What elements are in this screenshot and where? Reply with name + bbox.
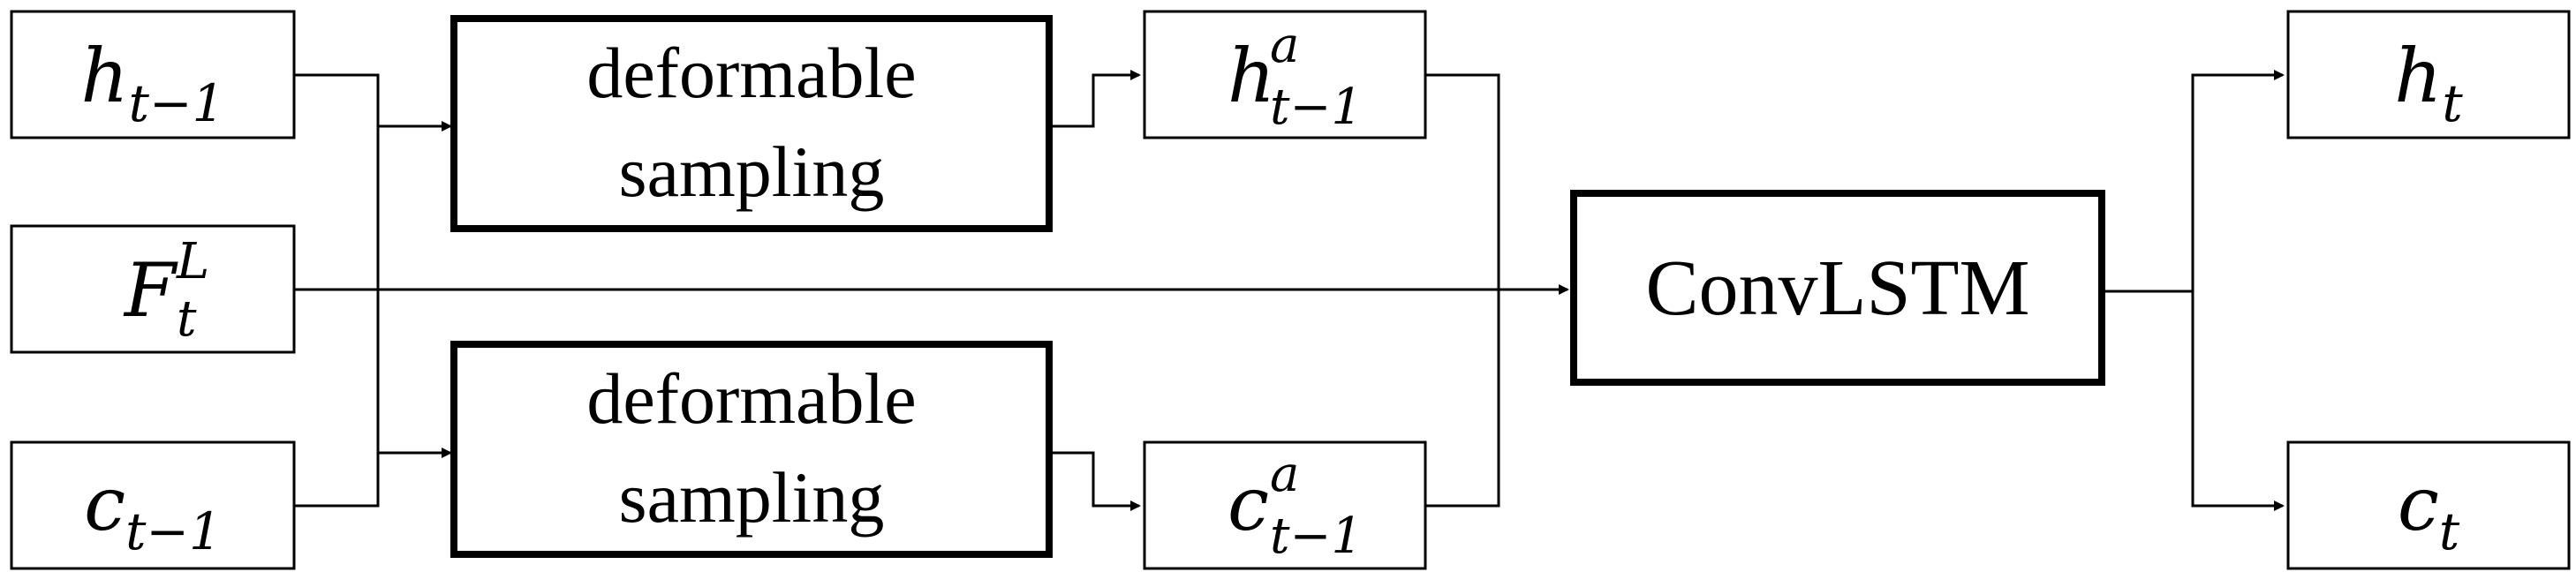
c-out-base: c (2398, 461, 2439, 547)
h-aligned-base: h (1228, 33, 1275, 119)
c-prev-sub: t−1 (125, 501, 222, 561)
svg-text:F: F (123, 247, 178, 334)
svg-text:ct−1: ct−1 (84, 461, 222, 561)
wire-sampling-top-to-h-aligned (1049, 70, 1141, 128)
h-prev-base: h (81, 33, 129, 119)
wire-h-aligned-to-convlstm (1425, 73, 1500, 290)
c-prev-base: c (84, 461, 125, 547)
svg-text:ht: ht (2394, 33, 2463, 133)
sampling-bottom-line2: sampling (619, 457, 885, 538)
c-aligned-sub: t−1 (1270, 508, 1363, 565)
feature-sub: t (177, 290, 197, 348)
h-prev-sub: t−1 (129, 73, 225, 133)
wire-c-prev (294, 453, 380, 508)
input-feature: F L t (10, 224, 296, 354)
sampling-bottom-line1: deformable (586, 358, 916, 439)
wire-to-h-out (2191, 70, 2285, 291)
feature-sup: L (176, 233, 209, 290)
wire-sampling-bottom-to-c-aligned (1049, 451, 1141, 511)
h-aligned-sub: t−1 (1270, 79, 1363, 136)
h-aligned-sup: a (1270, 17, 1299, 74)
sampling-top-line1: deformable (586, 33, 916, 113)
input-c-prev: ct−1 (10, 440, 296, 570)
wire-h-prev (294, 73, 380, 126)
sampling-block-bottom: deformable sampling (450, 341, 1053, 558)
c-aligned-sup: a (1270, 446, 1299, 503)
c-out-sub: t (2439, 501, 2460, 561)
output-h: ht (2286, 10, 2571, 139)
wire-to-c-out (2191, 291, 2285, 511)
feature-base: F (123, 247, 178, 334)
input-h-prev: ht−1 (10, 10, 296, 139)
output-c: ct (2286, 440, 2571, 570)
svg-text:ht−1: ht−1 (81, 33, 225, 133)
convlstm-block: ConvLSTM (1570, 190, 2105, 386)
svg-text:ct: ct (2398, 461, 2460, 561)
wire-c-aligned-to-convlstm (1425, 290, 1500, 508)
aligned-h: h a t−1 (1143, 10, 1427, 139)
c-aligned-base: c (1228, 461, 1269, 547)
h-out-base: h (2394, 33, 2442, 119)
connections (294, 70, 2285, 511)
sampling-block-top: deformable sampling (450, 15, 1053, 232)
aligned-c: c a t−1 (1143, 440, 1427, 570)
convlstm-label: ConvLSTM (1645, 245, 2029, 332)
sampling-top-line2: sampling (619, 132, 885, 212)
h-out-sub: t (2442, 73, 2463, 133)
